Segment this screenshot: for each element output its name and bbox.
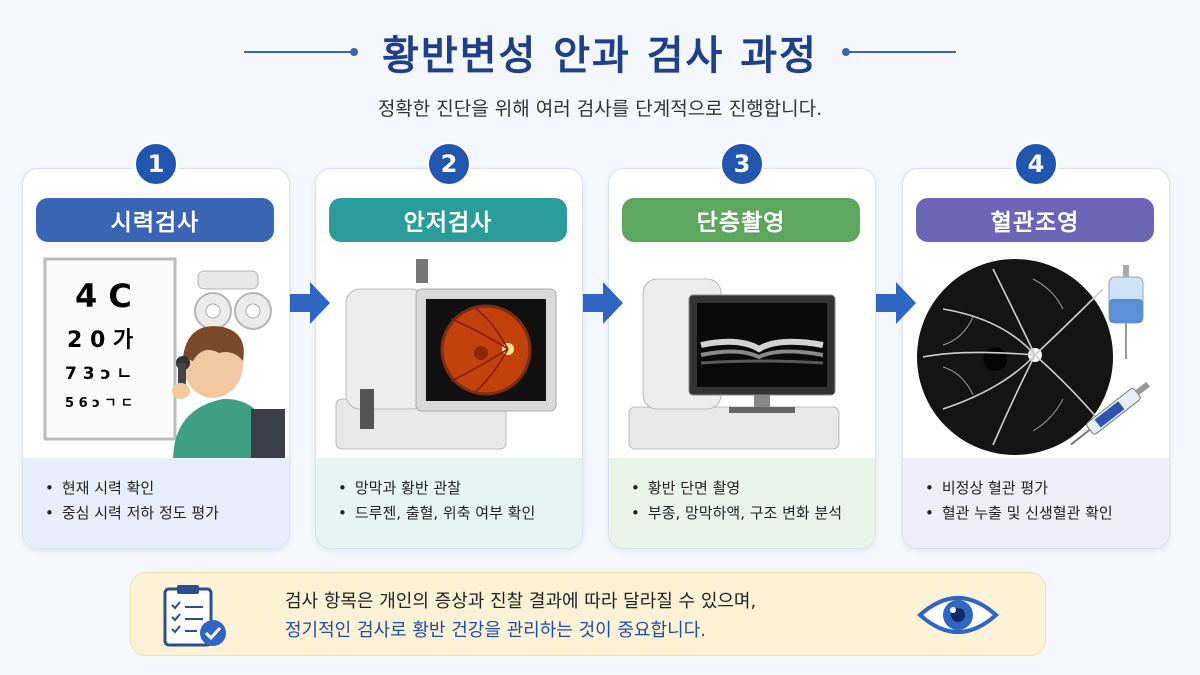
- step-title-1: 시력검사: [36, 198, 274, 242]
- right-arrow-icon: [876, 282, 916, 324]
- eye-icon: [917, 596, 999, 634]
- step-card-2: 망막과 황반 관찰 드루젠, 출혈, 위축 여부 확인 2 안저검사: [315, 142, 583, 549]
- note-line-1: 검사 항목은 개인의 증상과 진찰 결과에 따라 달라질 수 있으며,: [285, 591, 757, 612]
- phoropter: [194, 270, 272, 330]
- bullet-item: 비정상 혈관 평가: [925, 476, 1169, 501]
- note-text: 검사 항목은 개인의 증상과 진찰 결과에 따라 달라질 수 있으며, 정기적인…: [285, 587, 756, 645]
- bullet-item: 드루젠, 출혈, 위축 여부 확인: [338, 501, 582, 526]
- title-decor-left: [244, 48, 359, 56]
- patient: [172, 326, 285, 461]
- bullet-item: 현재 시력 확인: [45, 476, 289, 501]
- syringe: [1070, 381, 1150, 446]
- step-number-1: 1: [134, 142, 178, 186]
- bullet-item: 망막과 황반 관찰: [338, 476, 582, 501]
- step-3-bullets: 황반 단면 촬영 부종, 망막하액, 구조 변화 분석: [609, 458, 875, 548]
- step-number-4: 4: [1014, 142, 1058, 186]
- step-4-bullets: 비정상 혈관 평가 혈관 누출 및 신생혈관 확인: [903, 458, 1169, 548]
- fundus-camera-illustration: [316, 249, 582, 461]
- title-decor-right: [841, 48, 956, 56]
- step-2-bullets: 망막과 황반 관찰 드루젠, 출혈, 위축 여부 확인: [316, 458, 582, 548]
- info-note: 검사 항목은 개인의 증상과 진찰 결과에 따라 달라질 수 있으며, 정기적인…: [130, 572, 1046, 656]
- bullet-item: 중심 시력 저하 정도 평가: [45, 501, 289, 526]
- page-subtitle: 정확한 진단을 위해 여러 검사를 단계적으로 진행합니다.: [377, 98, 823, 120]
- eye-chart-row-3: 7 3 ↄ ㄴ: [65, 364, 132, 384]
- step-title-2: 안저검사: [329, 198, 567, 242]
- eye-chart-board: [43, 257, 177, 441]
- angiogram-image: [917, 259, 1113, 455]
- page-title: 황반변성 안과 검사 과정: [382, 33, 818, 79]
- eye-chart-row-2: 2 0 가: [67, 328, 133, 353]
- right-arrow-icon: [583, 282, 623, 324]
- bullet-item: 부종, 망막하액, 구조 변화 분석: [631, 501, 875, 526]
- step-card-1: 4 C 2 0 가 7 3 ↄ ㄴ 5 6 ↄ ㄱ ㄷ: [22, 142, 290, 549]
- clipboard-check-icon: [163, 585, 226, 647]
- step-1-bullets: 현재 시력 확인 중심 시력 저하 정도 평가: [23, 458, 289, 548]
- step-number-3: 3: [720, 142, 764, 186]
- header: 황반변성 안과 검사 과정: [0, 22, 1200, 82]
- step-number-2: 2: [427, 142, 471, 186]
- bullet-item: 황반 단면 촬영: [631, 476, 875, 501]
- angiography-illustration: [903, 249, 1169, 461]
- vision-test-illustration: 4 C 2 0 가 7 3 ↄ ㄴ 5 6 ↄ ㄱ ㄷ: [23, 249, 289, 461]
- eye-chart-row-4: 5 6 ↄ ㄱ ㄷ: [65, 396, 133, 411]
- right-arrow-icon: [290, 282, 330, 324]
- bullet-item: 혈관 누출 및 신생혈관 확인: [925, 501, 1169, 526]
- oct-scanner-illustration: [609, 249, 875, 461]
- oct-layer: [700, 338, 824, 353]
- step-title-3: 단층촬영: [622, 198, 860, 242]
- eye-chart-row-1: 4 C: [75, 277, 132, 315]
- iv-bag: [1108, 265, 1144, 359]
- step-card-4: 비정상 혈관 평가 혈관 누출 및 신생혈관 확인 4 혈관조영: [902, 142, 1170, 549]
- step-title-4: 혈관조영: [916, 198, 1154, 242]
- step-card-3: 황반 단면 촬영 부종, 망막하액, 구조 변화 분석 3 단층촬영: [608, 142, 876, 549]
- note-line-2: 정기적인 검사로 황반 건강을 관리하는 것이 중요합니다.: [285, 620, 706, 641]
